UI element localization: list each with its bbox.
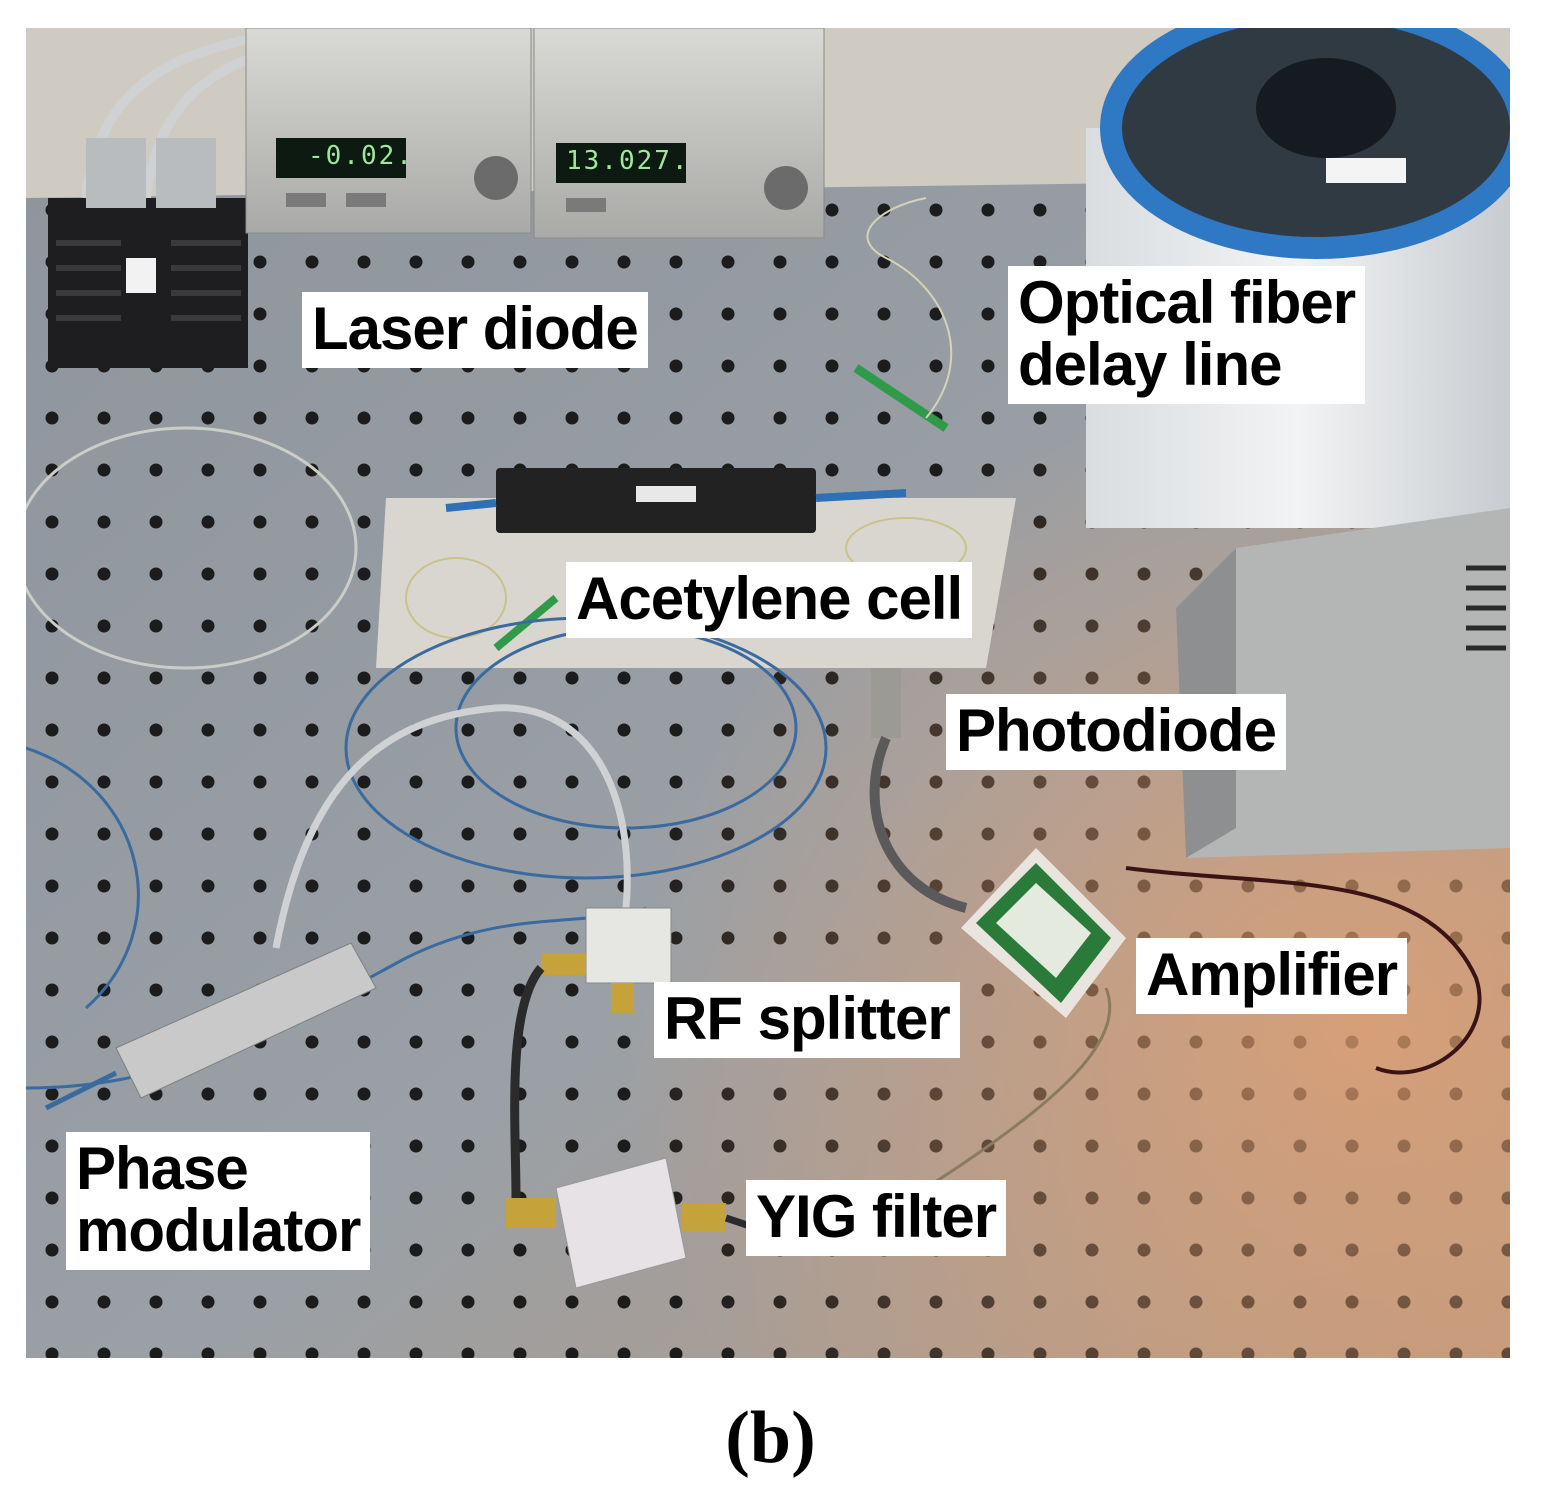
laser-controller-right-display: 13.027.	[566, 146, 690, 176]
label-acetylene-cell: Acetylene cell	[566, 562, 973, 638]
laser-controller-left-display: -0.02.	[308, 141, 414, 171]
label-yig-filter: YIG filter	[746, 1180, 1007, 1256]
label-laser-diode: Laser diode	[302, 292, 648, 368]
label-optical-fiber-delay-line: Optical fiber delay line	[1008, 266, 1366, 404]
figure-caption: (b)	[725, 1397, 816, 1479]
label-photodiode: Photodiode	[946, 694, 1286, 770]
label-amplifier: Amplifier	[1136, 938, 1408, 1014]
phase-modulator	[44, 942, 377, 1111]
yig-filter	[506, 1157, 758, 1289]
amplifier-board	[925, 848, 1482, 1190]
optical-table-scene	[26, 28, 1510, 1358]
laser-controller-left	[245, 28, 532, 234]
label-rf-splitter: RF splitter	[654, 982, 960, 1058]
laser-diode-mount	[48, 138, 248, 368]
label-phase-modulator: Phase modulator	[66, 1132, 371, 1270]
rf-splitter	[510, 907, 672, 1199]
photodiode-connector	[869, 668, 968, 913]
laser-controller-right	[533, 28, 825, 239]
power-supply-box	[1176, 508, 1510, 858]
lab-photo: -0.02. 13.027.	[26, 28, 1510, 1358]
